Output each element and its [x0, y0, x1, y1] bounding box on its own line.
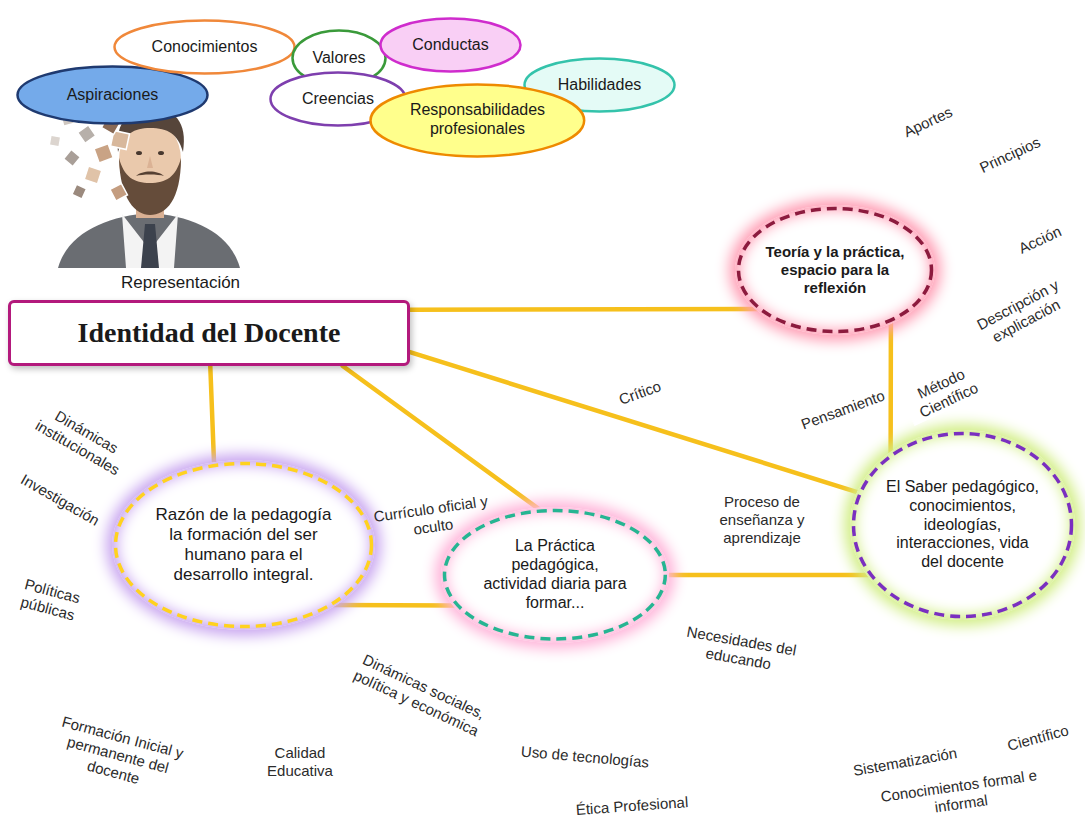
concept-label: Sistematización — [852, 744, 959, 780]
illustration-part — [136, 151, 142, 155]
illustration-part — [147, 156, 153, 168]
concept-label: Dinámicas sociales, política y económica — [347, 648, 494, 742]
concept-label: Formación Inicial y permanente del docen… — [46, 711, 190, 798]
connector-stroke — [333, 603, 455, 608]
concept-label: Conocimientos formal e informal — [878, 766, 1041, 824]
connector-line — [410, 309, 758, 311]
illustration-part — [141, 224, 159, 268]
concept-label: Científico — [1005, 721, 1070, 755]
illustration-part — [94, 144, 113, 163]
illustration-part — [72, 184, 87, 199]
conduct-ellipse: Conductas — [378, 16, 523, 74]
concept-label: Crítico — [617, 377, 664, 409]
concept-label: Aportes — [901, 103, 955, 141]
connector-stroke — [210, 366, 214, 464]
node-text: Creencias — [302, 90, 374, 109]
connector-stroke — [888, 322, 893, 454]
illustration-part — [110, 183, 128, 201]
illustration-part — [136, 172, 164, 177]
concept-label: Ética Profesional — [575, 793, 689, 819]
concept-label: Principios — [977, 133, 1044, 177]
node-text: Aspiraciones — [67, 86, 159, 105]
ellipse-shape — [116, 464, 372, 627]
connector-line — [333, 604, 455, 606]
ellipse-shape — [739, 209, 932, 332]
concept-label: Dinámicas institucionales — [25, 397, 138, 483]
connector-line — [343, 366, 540, 510]
connector-line — [410, 352, 859, 492]
node-text: El Saber pedagógico, conocimientos, ideo… — [886, 478, 1039, 572]
concept-label: Acción — [1016, 222, 1064, 257]
node-text: Conductas — [412, 36, 489, 55]
node-title: Identidad del Docente — [78, 316, 341, 349]
knowledge-circle: El Saber pedagógico, conocimientos, ideo… — [850, 430, 1075, 620]
connector-stroke — [410, 307, 758, 312]
knowledge-ellipse: Conocimientos — [112, 18, 297, 76]
node-heading: Representación — [121, 273, 240, 293]
illustration-part — [58, 213, 240, 268]
practice-circle: La Práctica pedagógica, actividad diaria… — [441, 507, 669, 642]
concept-label: Calidad Educativa — [263, 744, 338, 780]
concept-label: Uso de tecnologías — [520, 742, 650, 771]
connector-line — [890, 322, 891, 454]
illustration-part — [49, 135, 61, 147]
concept-label: Proceso de enseñanza y aprendizaje — [715, 493, 810, 547]
node-text: Razón de la pedagogía la formación del s… — [152, 505, 336, 585]
node-text: Valores — [312, 49, 365, 68]
illustration-part — [122, 214, 178, 268]
illustration-part — [158, 151, 164, 155]
connector-stroke — [410, 352, 859, 492]
node-text: Teoría y la práctica, espacio para la re… — [763, 243, 907, 296]
concept-label: Pensamiento — [799, 387, 887, 434]
ellipse-shape — [18, 67, 208, 124]
connector-stroke — [667, 573, 869, 578]
node-text: La Práctica pedagógica, actividad diaria… — [478, 537, 632, 613]
node-text: Conocimientos — [152, 38, 258, 57]
ellipse-shape — [371, 84, 585, 156]
illustration-part — [84, 166, 102, 184]
theory-circle: Teoría y la práctica, espacio para la re… — [735, 205, 935, 335]
concept-label: Necesidades del educando — [678, 622, 802, 678]
concept-label: Políticas públicas — [9, 573, 91, 627]
ellipse-shape — [381, 19, 521, 72]
node-text: Habilidades — [558, 76, 642, 95]
concept-label: Descripción y explicación — [972, 275, 1073, 351]
ellipse-shape — [115, 21, 295, 74]
ellipse-shape — [445, 511, 666, 639]
connector-line — [667, 574, 869, 575]
illustration-part — [78, 125, 96, 143]
ellipse-shape — [854, 434, 1072, 617]
identity-box: RepresentaciónIdentidad del Docente — [8, 300, 410, 366]
responsibility-ellipse: Responsabilidades profesionales — [368, 82, 587, 159]
node-text: Responsabilidades profesionales — [403, 101, 551, 139]
concept-label: Investigación — [18, 470, 103, 529]
teacher-figure — [58, 108, 240, 268]
pedagogy-circle: Razón de la pedagogía la formación del s… — [112, 460, 375, 630]
connector-stroke — [343, 366, 540, 510]
concept-label: Método Científico — [899, 358, 990, 426]
connector-line — [210, 366, 214, 464]
illustration-part — [64, 150, 81, 167]
